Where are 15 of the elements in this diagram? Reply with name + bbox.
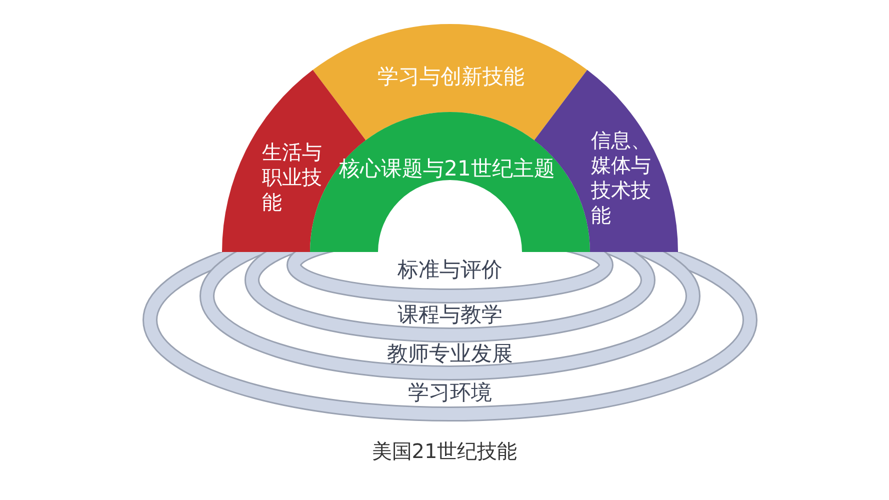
- ring-label: 教师专业发展: [387, 344, 513, 364]
- arc-segment: [534, 69, 678, 252]
- ring-label: 标准与评价: [398, 260, 502, 280]
- ring-band: [244, 252, 656, 343]
- segment-label: 学习与创新技能: [378, 66, 524, 88]
- segment-label: 生活与职业技能: [262, 140, 323, 215]
- ring-label: 学习环境: [408, 382, 492, 404]
- arc-segment: [312, 24, 588, 141]
- caption: 美国21世纪技能: [372, 439, 518, 463]
- ring-band: [286, 252, 614, 304]
- ring-band: [199, 252, 701, 381]
- arc-label: 核心课题与21世纪主题: [339, 158, 555, 180]
- ring-band: [142, 252, 758, 422]
- segment-label: 信息、媒体与技术技能: [591, 128, 652, 228]
- ring-label: 课程与教学: [398, 304, 502, 326]
